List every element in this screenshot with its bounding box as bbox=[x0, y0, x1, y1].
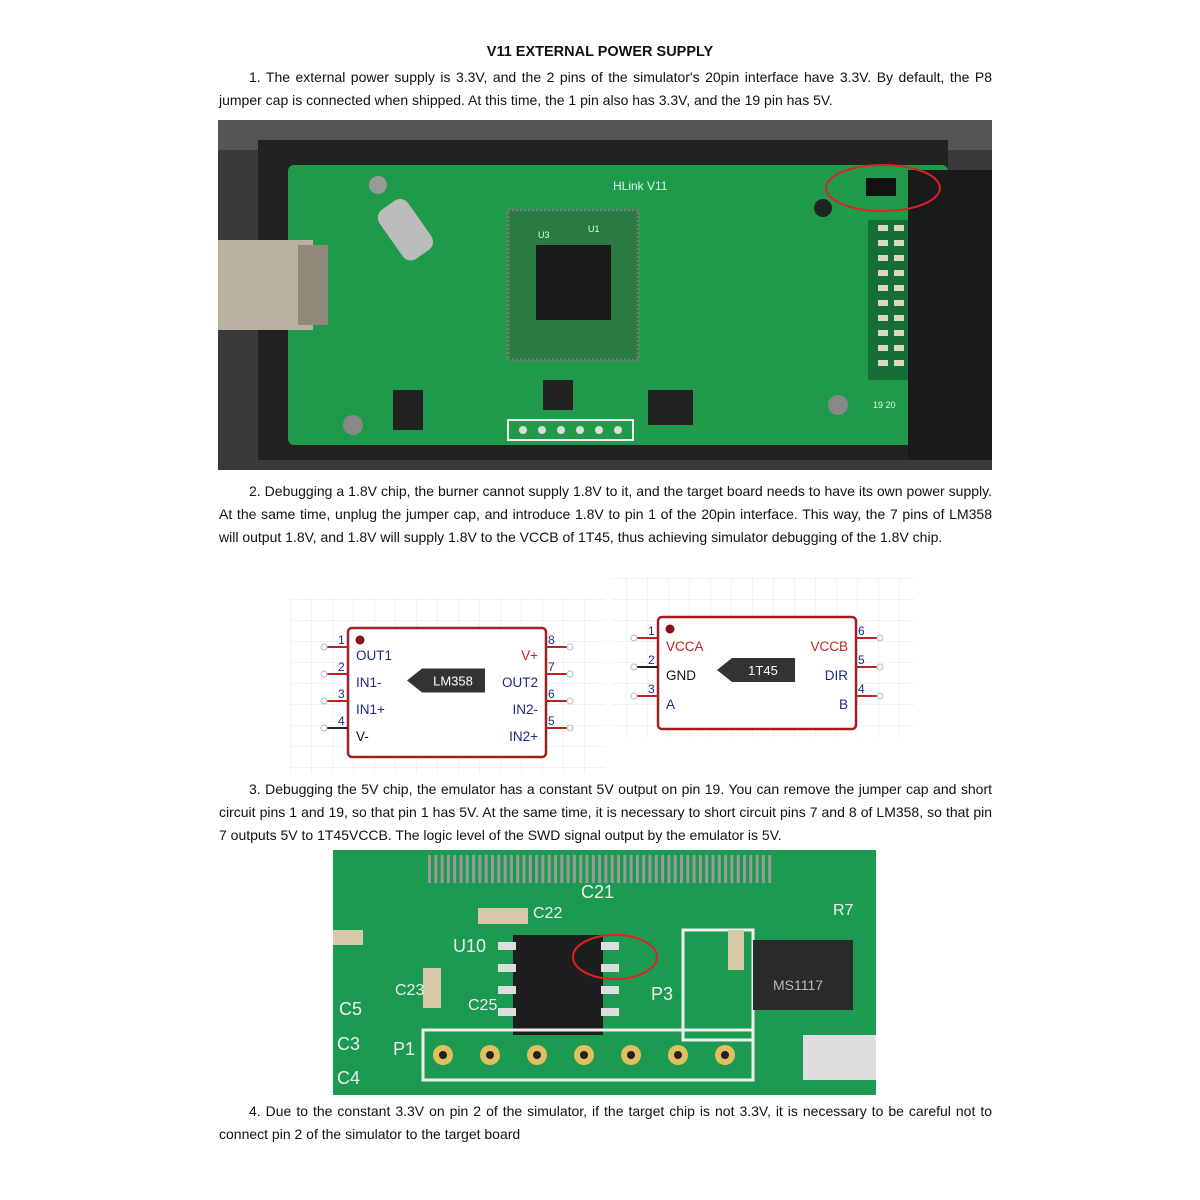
pin-label: VCCA bbox=[666, 639, 704, 654]
svg-text:P1: P1 bbox=[393, 1039, 415, 1059]
pin-terminal bbox=[566, 697, 574, 705]
20pin-header bbox=[908, 170, 992, 460]
pin-number: 5 bbox=[858, 653, 865, 667]
svg-text:C4: C4 bbox=[337, 1068, 360, 1088]
svg-text:MS1117: MS1117 bbox=[773, 977, 823, 993]
pin-terminal bbox=[876, 692, 884, 700]
chip-name-tag bbox=[717, 658, 795, 682]
pin-number: 4 bbox=[858, 682, 865, 696]
pin-number: 7 bbox=[548, 660, 555, 674]
pin-label: V- bbox=[356, 729, 369, 744]
jumper-highlight-circle bbox=[825, 164, 941, 212]
pcb-photo-1: HLink V11 U3 U1 19 20 bbox=[218, 120, 992, 470]
pin-terminal bbox=[566, 724, 574, 732]
svg-text:C21: C21 bbox=[581, 882, 614, 902]
pin-label: VCCB bbox=[810, 639, 848, 654]
paragraph-1: 1. The external power supply is 3.3V, an… bbox=[219, 69, 992, 108]
pin-number: 4 bbox=[338, 714, 345, 728]
chip-name: LM358 bbox=[433, 674, 473, 689]
svg-text:P3: P3 bbox=[651, 984, 673, 1004]
lm358-chip-photo bbox=[513, 935, 603, 1035]
chip-name-tag bbox=[407, 668, 485, 693]
pin-terminal bbox=[630, 663, 638, 671]
board-label: HLink V11 bbox=[613, 179, 668, 193]
paragraph-3: 3. Debugging the 5V chip, the emulator h… bbox=[219, 781, 992, 843]
pin-number: 6 bbox=[548, 687, 555, 701]
paragraph-2: 2. Debugging a 1.8V chip, the burner can… bbox=[219, 483, 992, 545]
pin-number: 6 bbox=[858, 624, 865, 638]
svg-text:R7: R7 bbox=[833, 902, 854, 919]
svg-text:C3: C3 bbox=[337, 1034, 360, 1054]
pin-terminal bbox=[630, 692, 638, 700]
pin-terminal bbox=[876, 634, 884, 642]
page-title: V11 EXTERNAL POWER SUPPLY bbox=[486, 44, 714, 60]
pin-label: IN2- bbox=[512, 702, 538, 717]
pin-label: DIR bbox=[825, 668, 849, 683]
pin-number: 3 bbox=[648, 682, 655, 696]
pin-terminal bbox=[320, 697, 328, 705]
pin-label: GND bbox=[666, 668, 696, 683]
pin-number: 3 bbox=[338, 687, 345, 701]
pin-number: 5 bbox=[548, 714, 555, 728]
svg-text:U1: U1 bbox=[588, 224, 600, 234]
svg-text:U3: U3 bbox=[538, 230, 550, 240]
pin-number: 2 bbox=[648, 653, 655, 667]
pin-label: IN1+ bbox=[356, 702, 385, 717]
svg-text:C23: C23 bbox=[395, 982, 424, 999]
pin-terminal bbox=[320, 670, 328, 678]
pcb-photo-2: U10 C21 C22 P1 P3 C5 C3 C4 C23 C25 R7 MS… bbox=[333, 850, 876, 1095]
pin-label: IN2+ bbox=[509, 729, 538, 744]
svg-text:C22: C22 bbox=[533, 905, 562, 922]
usb-connector bbox=[218, 240, 313, 330]
chip-name: 1T45 bbox=[748, 663, 778, 678]
svg-text:19 20: 19 20 bbox=[873, 400, 896, 410]
pin-number: 1 bbox=[338, 633, 345, 647]
svg-text:C5: C5 bbox=[339, 999, 362, 1019]
pin-terminal bbox=[320, 643, 328, 651]
pin-highlight-circle bbox=[572, 934, 658, 980]
pin-number: 1 bbox=[648, 624, 655, 638]
pin-terminal bbox=[566, 643, 574, 651]
pin-terminal bbox=[630, 634, 638, 642]
svg-text:U10: U10 bbox=[453, 936, 486, 956]
pin-label: OUT2 bbox=[502, 675, 538, 690]
mcu-chip bbox=[536, 245, 611, 320]
pin-label: V+ bbox=[521, 648, 538, 663]
pin-terminal bbox=[876, 663, 884, 671]
pin-label: B bbox=[839, 697, 848, 712]
pin-terminal bbox=[320, 724, 328, 732]
svg-text:C25: C25 bbox=[468, 997, 497, 1014]
pin-label: IN1- bbox=[356, 675, 382, 690]
pin-terminal bbox=[566, 670, 574, 678]
pin-label: A bbox=[666, 697, 675, 712]
pin-label: OUT1 bbox=[356, 648, 392, 663]
pin-number: 2 bbox=[338, 660, 345, 674]
pin-number: 8 bbox=[548, 633, 555, 647]
paragraph-4: 4. Due to the constant 3.3V on pin 2 of … bbox=[219, 1103, 992, 1142]
